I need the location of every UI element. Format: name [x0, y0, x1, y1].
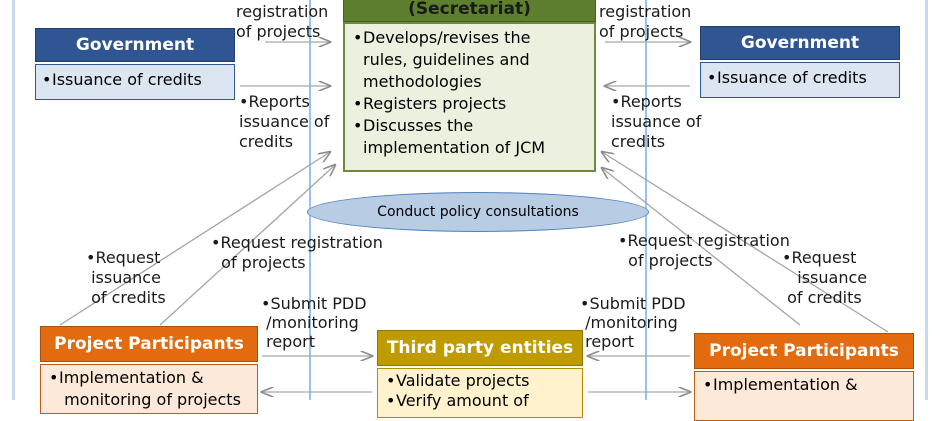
- arrow-layer: [59, 0, 889, 400]
- consultation-ellipse: Conduct policy consultations: [307, 192, 649, 232]
- arrow-req-issuance-right: [602, 152, 889, 333]
- government-left-box: •Issuance of credits: [35, 64, 235, 100]
- secretariat-item: •Registers projects: [353, 94, 507, 113]
- government-right-header: Government: [700, 26, 900, 60]
- government-left-header: Government: [35, 28, 235, 62]
- label-request-registration-right: •Request registration of projects: [618, 231, 790, 270]
- third-party-item: Validate projects: [396, 371, 530, 390]
- arrow-req-reg-right: [602, 168, 801, 326]
- right-frame-line: [925, 0, 928, 400]
- government-right-box: •Issuance of credits: [700, 62, 900, 98]
- secretariat-header: (Secretariat): [343, 0, 596, 22]
- government-right-item: Issuance of credits: [717, 68, 867, 87]
- consultation-label: Conduct policy consultations: [377, 204, 579, 220]
- left-frame-line: [12, 0, 15, 400]
- secretariat-title: (Secretariat): [408, 0, 531, 19]
- label-submit-right: •Submit PDD /monitoring report: [580, 294, 686, 351]
- pp-right-header: Project Participants: [694, 333, 914, 369]
- pp-left-title: Project Participants: [54, 334, 244, 354]
- third-party-header: Third party entities: [377, 330, 583, 366]
- third-party-title: Third party entities: [386, 338, 574, 358]
- pp-left-item: Implementation &: [59, 368, 204, 387]
- pp-right-item: Implementation &: [713, 375, 858, 394]
- arrow-req-reg-left: [159, 165, 335, 326]
- label-request-issuance-left: •Request issuance of credits: [86, 248, 166, 307]
- third-party-box: •Validate projects •Verify amount of: [377, 368, 583, 418]
- third-party-item: Verify amount of: [396, 391, 529, 410]
- label-request-registration-left: •Request registration of projects: [211, 233, 383, 272]
- divider-line-right: [645, 0, 647, 400]
- label-request-issuance-right: •Request issuance of credits: [782, 248, 868, 307]
- pp-left-header: Project Participants: [40, 326, 258, 362]
- label-submit-left: •Submit PDD /monitoring report: [261, 294, 367, 351]
- government-right-title: Government: [740, 33, 860, 53]
- government-left-item: Issuance of credits: [52, 70, 202, 89]
- divider-line-left: [309, 0, 311, 400]
- pp-right-title: Project Participants: [709, 341, 899, 361]
- arrow-req-issuance-left: [59, 152, 330, 326]
- government-left-title: Government: [75, 35, 195, 55]
- pp-left-box: • Implementation & monitoring of project…: [40, 364, 258, 414]
- pp-right-box: •Implementation &: [694, 371, 914, 421]
